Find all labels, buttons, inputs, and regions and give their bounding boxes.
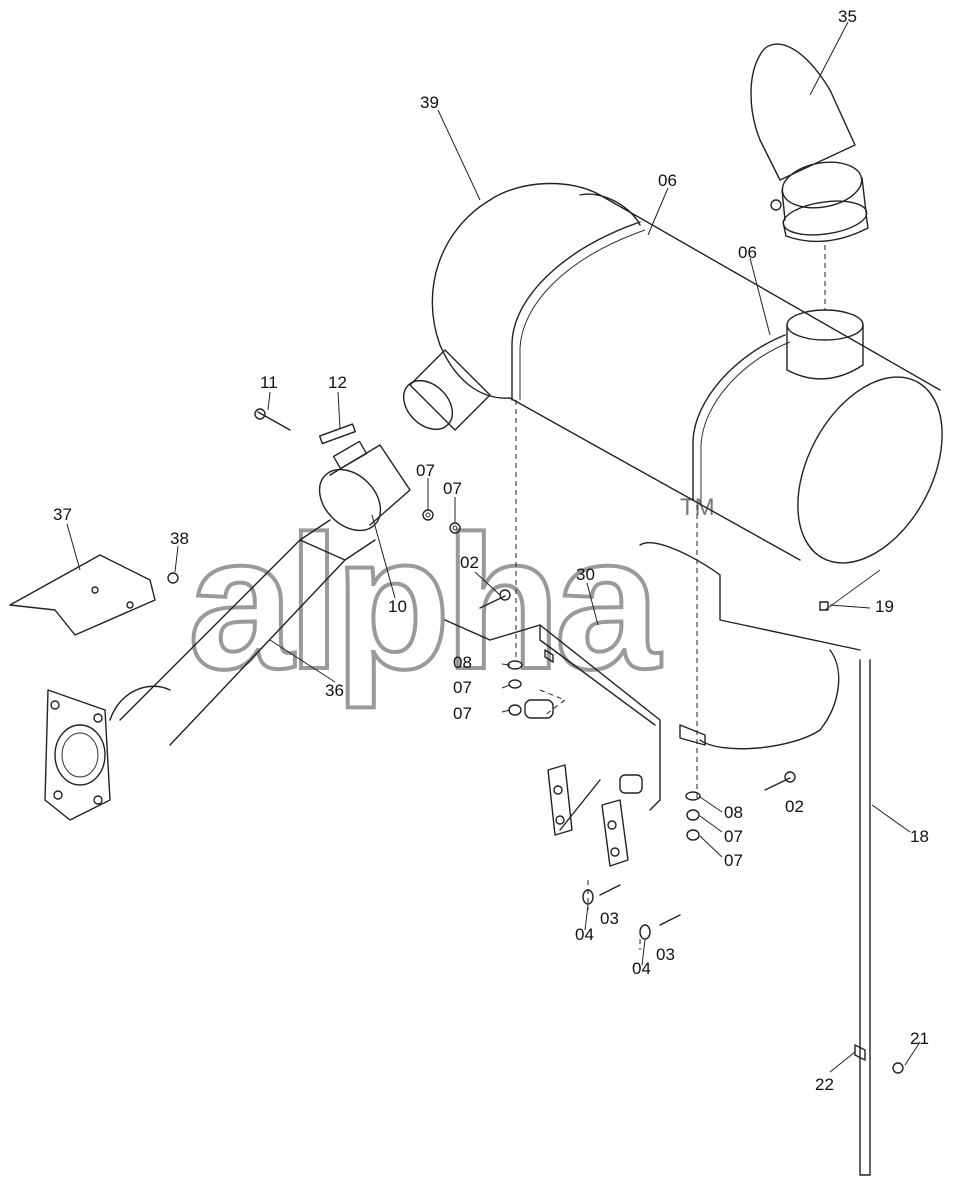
callout-35: 35 (838, 7, 857, 26)
bolt-part-11 (254, 408, 291, 431)
callout-10: 10 (388, 597, 407, 616)
callout-07: 07 (724, 851, 743, 870)
callout-07: 07 (724, 827, 743, 846)
callout-38: 38 (170, 529, 189, 548)
callout-37: 37 (53, 505, 72, 524)
callout-22: 22 (815, 1075, 834, 1094)
exhaust-pipe-part-36 (44, 519, 376, 821)
callout-11: 11 (260, 373, 278, 392)
callout-39: 39 (420, 93, 439, 112)
callout-21: 21 (910, 1029, 929, 1048)
support-rod-part-18 (859, 659, 871, 1176)
callout-04: 04 (632, 959, 651, 978)
callout-12: 12 (328, 373, 347, 392)
callout-07: 07 (416, 461, 435, 480)
bracket-part-30 (444, 542, 861, 867)
callout-07: 07 (443, 479, 462, 498)
callout-02: 02 (460, 553, 479, 572)
watermark-text: alpha (188, 497, 662, 709)
callout-06: 06 (738, 243, 757, 262)
callout-18: 18 (910, 827, 929, 846)
leader-lines (66, 21, 921, 1073)
callout-06: 06 (658, 171, 677, 190)
watermark: alpha TM (186, 494, 715, 711)
callout-08: 08 (724, 803, 743, 822)
rain-cap-part-35 (750, 43, 869, 243)
callout-labels: 35 39 06 06 11 12 07 07 37 38 10 36 02 3… (53, 7, 929, 1094)
callout-07: 07 (453, 678, 472, 697)
heat-shield-part-37 (9, 554, 156, 636)
callout-19: 19 (875, 597, 894, 616)
assembly-lines (515, 245, 881, 950)
callout-02: 02 (785, 797, 804, 816)
callout-36: 36 (325, 681, 344, 700)
callout-08: 08 (453, 653, 472, 672)
bar-part-12 (318, 423, 356, 445)
callout-03: 03 (600, 909, 619, 928)
callout-07: 07 (453, 704, 472, 723)
callout-03: 03 (656, 945, 675, 964)
callout-30: 30 (576, 565, 595, 584)
callout-04: 04 (575, 925, 594, 944)
